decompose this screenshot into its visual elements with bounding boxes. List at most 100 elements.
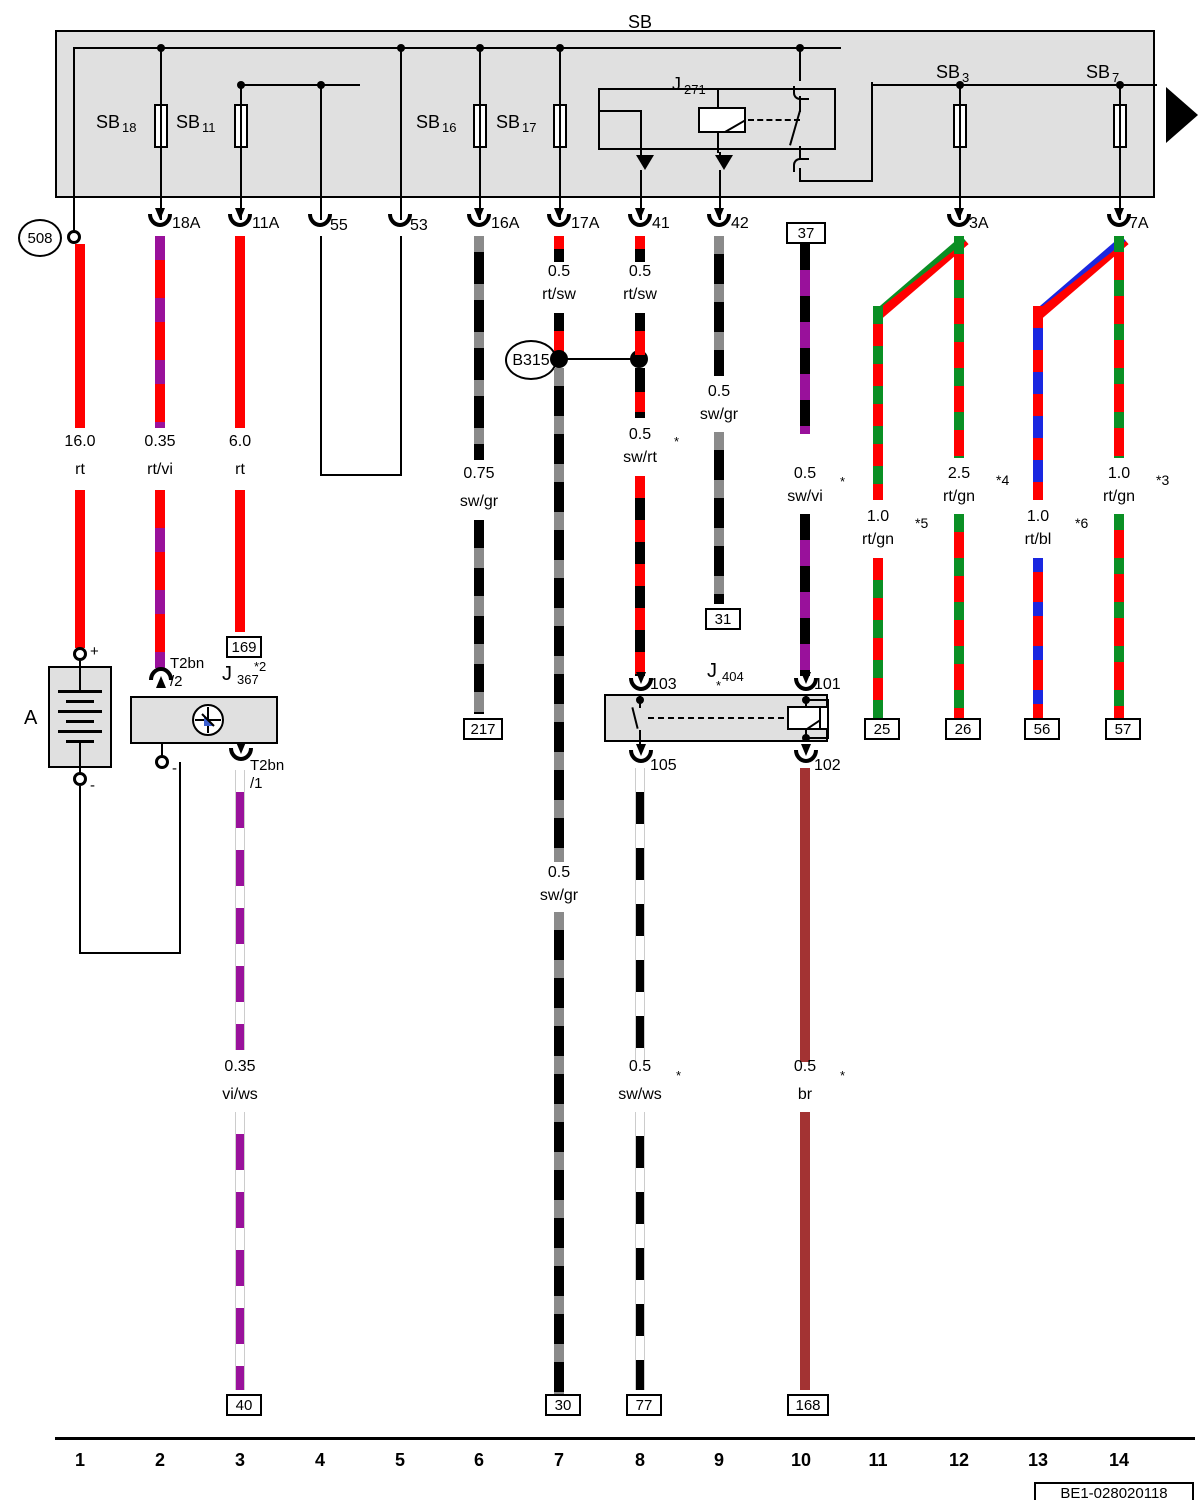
relay-j271-top-bar [799, 47, 841, 49]
terminal-42-label: 42 [731, 215, 749, 232]
j404-coil-bot-bar [805, 737, 829, 739]
terminal-11A-label: 11A [252, 215, 280, 232]
terminal-7A-label: 7A [1129, 215, 1149, 232]
j404-node-103 [636, 696, 644, 704]
column-number-6: 6 [473, 1450, 485, 1470]
column-number-3: 3 [234, 1450, 246, 1470]
terminal-3A-label: 3A [969, 215, 989, 232]
wire-col11-size: 1.0 [866, 508, 890, 525]
battery-plus-terminal[interactable] [73, 647, 87, 661]
fuse-label-sb11-name: SB [176, 112, 201, 132]
connector-box-25-label: 25 [873, 721, 891, 738]
fuse-label-sb3-sub: 3 [962, 70, 970, 85]
battery-plate-6 [66, 740, 94, 743]
j404-dashed-link [648, 717, 814, 719]
wire-col12-note: *4 [996, 472, 1010, 488]
relay-j271-name: J [672, 74, 681, 94]
wire-col9-upper [714, 236, 724, 376]
module-j404-name: J [707, 660, 717, 682]
terminal-t2bn1-icon [229, 742, 253, 761]
connector-box-31[interactable]: 31 [705, 608, 741, 630]
jumper-55-lead [320, 236, 322, 476]
connector-box-37[interactable]: 37 [786, 222, 826, 244]
j367-minus-terminal[interactable] [155, 755, 169, 769]
fuse-sb3[interactable] [953, 104, 967, 148]
terminal-18A-label: 18A [172, 215, 201, 232]
fuse-label-sb7-sub: 7 [1112, 70, 1120, 85]
column-number-8: 8 [634, 1450, 646, 1470]
connector-box-168[interactable]: 168 [787, 1394, 829, 1416]
wire-col6-upper [474, 236, 484, 460]
column-number-4: 4 [314, 1450, 326, 1470]
wire-col9-size: 0.5 [707, 383, 731, 400]
wire-col8-swrt-size: 0.5 [628, 426, 652, 443]
connector-box-37-label: 37 [797, 225, 815, 242]
connector-box-57[interactable]: 57 [1105, 718, 1141, 740]
fuse-sb18[interactable] [154, 104, 168, 148]
battery-plate-2 [66, 700, 94, 703]
connector-box-77[interactable]: 77 [626, 1394, 662, 1416]
wire-col13-color: rt/bl [1024, 531, 1052, 548]
bus-bar-sb11-branch [240, 84, 302, 86]
column-number-9: 9 [713, 1450, 725, 1470]
fuse-lead-sb16-top [479, 47, 481, 104]
wire-col7-size: 0.5 [547, 263, 571, 280]
fuse-sb7[interactable] [1113, 104, 1127, 148]
wire-col14-size: 1.0 [1107, 465, 1131, 482]
connector-box-30[interactable]: 30 [545, 1394, 581, 1416]
fuse-lead-sb3-top [959, 84, 961, 104]
jumper-53-lead [400, 236, 402, 476]
fuse-sb17[interactable] [553, 104, 567, 148]
fuse-sb11[interactable] [234, 104, 248, 148]
connector-box-40-label: 40 [235, 1397, 253, 1414]
wire-col8-rtsw-top [635, 236, 645, 262]
wire-col6-color: sw/gr [459, 493, 499, 510]
wire-col9-lower [714, 432, 724, 604]
fuse-lead-sb11-bot [240, 148, 242, 220]
battery-minus-terminal[interactable] [73, 772, 87, 786]
ground-ref-508: 508 [18, 219, 62, 257]
wire-col14-upper [1114, 236, 1124, 458]
terminal-16A-label: 16A [491, 215, 520, 232]
module-j404-sub: 404 [722, 669, 744, 684]
wire-col8-swws-color: sw/ws [618, 1086, 662, 1103]
wire-col10-note: * [840, 474, 846, 489]
module-j367-note: *2 [254, 659, 267, 674]
relay-j271-dashed-link [748, 119, 800, 121]
battery-plate-3 [58, 710, 102, 713]
wire-col8-swrt-color: sw/rt [623, 449, 657, 466]
terminal-55-icon [308, 213, 332, 227]
connector-box-26[interactable]: 26 [945, 718, 981, 740]
bus-drop-508 [73, 47, 75, 232]
connector-box-217[interactable]: 217 [463, 718, 503, 740]
relay-j271-out-lead [799, 168, 801, 182]
fuse-box-label: SB [627, 12, 653, 32]
ground-return-right [179, 762, 181, 954]
splice-b315-label: B315 [512, 352, 550, 369]
fuse-sb16[interactable] [473, 104, 487, 148]
wire-col8-color: rt/sw [623, 286, 657, 303]
connector-box-168-label: 168 [795, 1397, 821, 1414]
terminal-55-label: 55 [330, 217, 348, 234]
lead-41-cont [640, 170, 642, 220]
connector-box-25[interactable]: 25 [864, 718, 900, 740]
wire-col13-size: 1.0 [1026, 508, 1050, 525]
terminal-ring-508 [67, 230, 81, 244]
battery-plus-label: + [90, 643, 99, 660]
fuse-lead-sb17-top [559, 47, 561, 104]
wire-col8-swws-upper [635, 768, 645, 1062]
battery-minus-label: - [90, 777, 95, 794]
connector-box-40[interactable]: 40 [226, 1394, 262, 1416]
wire-col3-size: 6.0 [228, 433, 252, 450]
connector-box-169[interactable]: 169 [226, 636, 262, 658]
wire-col1-lower [75, 490, 85, 648]
column-number-1: 1 [74, 1450, 86, 1470]
wire-col1-size: 16.0 [64, 433, 96, 450]
wire-col7-swgr-upper [554, 368, 564, 862]
j404-pin-101-label: 101 [814, 676, 841, 693]
module-j404-note: * [716, 678, 722, 693]
relay-j271-contact-stem2 [799, 146, 801, 160]
connector-box-56[interactable]: 56 [1024, 718, 1060, 740]
relay-j271-switch-column [799, 47, 801, 81]
wire-col10-size: 0.5 [793, 465, 817, 482]
